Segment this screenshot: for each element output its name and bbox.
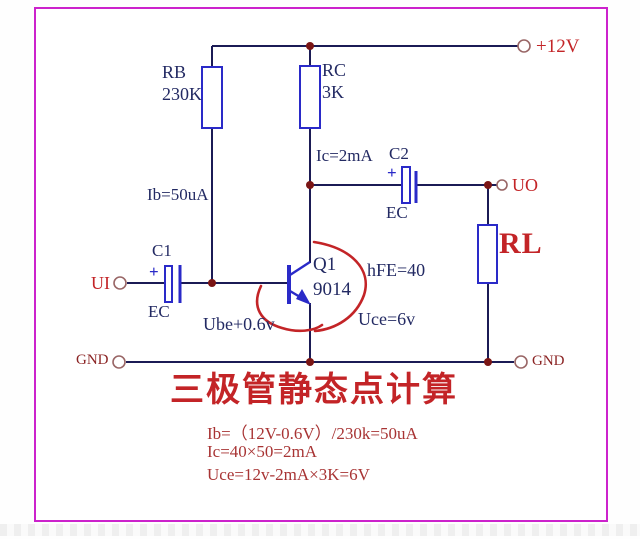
q1-collector-lead	[289, 260, 311, 277]
calculation-block: Ib=（12V-0.6V）/230k=50uA Ic=40×50=2mA Uce…	[207, 419, 418, 488]
rb-label: RB	[162, 62, 187, 82]
rl-label: RL	[499, 227, 543, 260]
gnd-left-terminal-icon	[112, 355, 126, 369]
uce-loop-arc	[312, 240, 367, 333]
rb-value: 230K	[162, 84, 202, 104]
q1-model: 9014	[313, 279, 351, 300]
ib-annotation: Ib=50uA	[147, 185, 209, 204]
capacitor-c2	[401, 166, 418, 204]
junction-dot-output	[484, 181, 492, 189]
calc-line-ib: Ib=（12V-0.6V）/230k=50uA	[207, 424, 418, 443]
c2-plate-positive	[401, 166, 411, 204]
capacitor-c1	[164, 265, 182, 303]
c2-type: EC	[386, 203, 408, 222]
resistor-rl	[477, 224, 498, 284]
calc-line-ic: Ic=40×50=2mA	[207, 442, 317, 461]
junction-dot-base	[208, 279, 216, 287]
junction-dot-top	[306, 42, 314, 50]
wires	[126, 45, 518, 363]
ui-label: UI	[91, 273, 110, 293]
resistor-rc	[299, 65, 321, 129]
gnd-right-label: GND	[532, 353, 565, 369]
calc-line-uce: Uce=12v-2mA×3K=6V	[207, 465, 370, 484]
rc-value: 3K	[322, 82, 344, 102]
gnd-right-terminal-icon	[514, 355, 528, 369]
q1-emitter-arrow	[296, 289, 311, 305]
c2-label: C2	[389, 144, 409, 163]
q1-label: Q1	[313, 254, 337, 275]
c1-polarity: +	[149, 262, 159, 281]
uo-terminal-icon	[496, 179, 508, 191]
junction-dot-collector	[306, 181, 314, 189]
transistor-q1	[287, 260, 311, 305]
watermark-strip	[0, 524, 640, 536]
junction-dot-emitter	[306, 358, 314, 366]
ube-loop-arc	[255, 284, 324, 333]
hfe-annotation: hFE=40	[367, 260, 426, 280]
rc-label: RC	[322, 60, 347, 80]
c1-plate-positive	[164, 265, 173, 303]
junction-dot-rl-gnd	[484, 358, 492, 366]
uce-annotation: Uce=6v	[358, 309, 416, 329]
gnd-left-label: GND	[76, 352, 109, 368]
diagram-title: 三极管静态点计算	[170, 372, 458, 409]
c2-polarity: +	[387, 163, 397, 182]
resistor-rb	[201, 66, 223, 129]
vcc-terminal-icon	[517, 39, 531, 53]
uo-label: UO	[512, 175, 538, 195]
ube-annotation: Ube+0.6v	[203, 314, 275, 334]
ic-annotation: Ic=2mA	[316, 146, 373, 165]
c1-type: EC	[148, 302, 170, 321]
ui-terminal-icon	[113, 276, 127, 290]
vcc-label: +12V	[536, 36, 580, 57]
c1-label: C1	[152, 241, 172, 260]
